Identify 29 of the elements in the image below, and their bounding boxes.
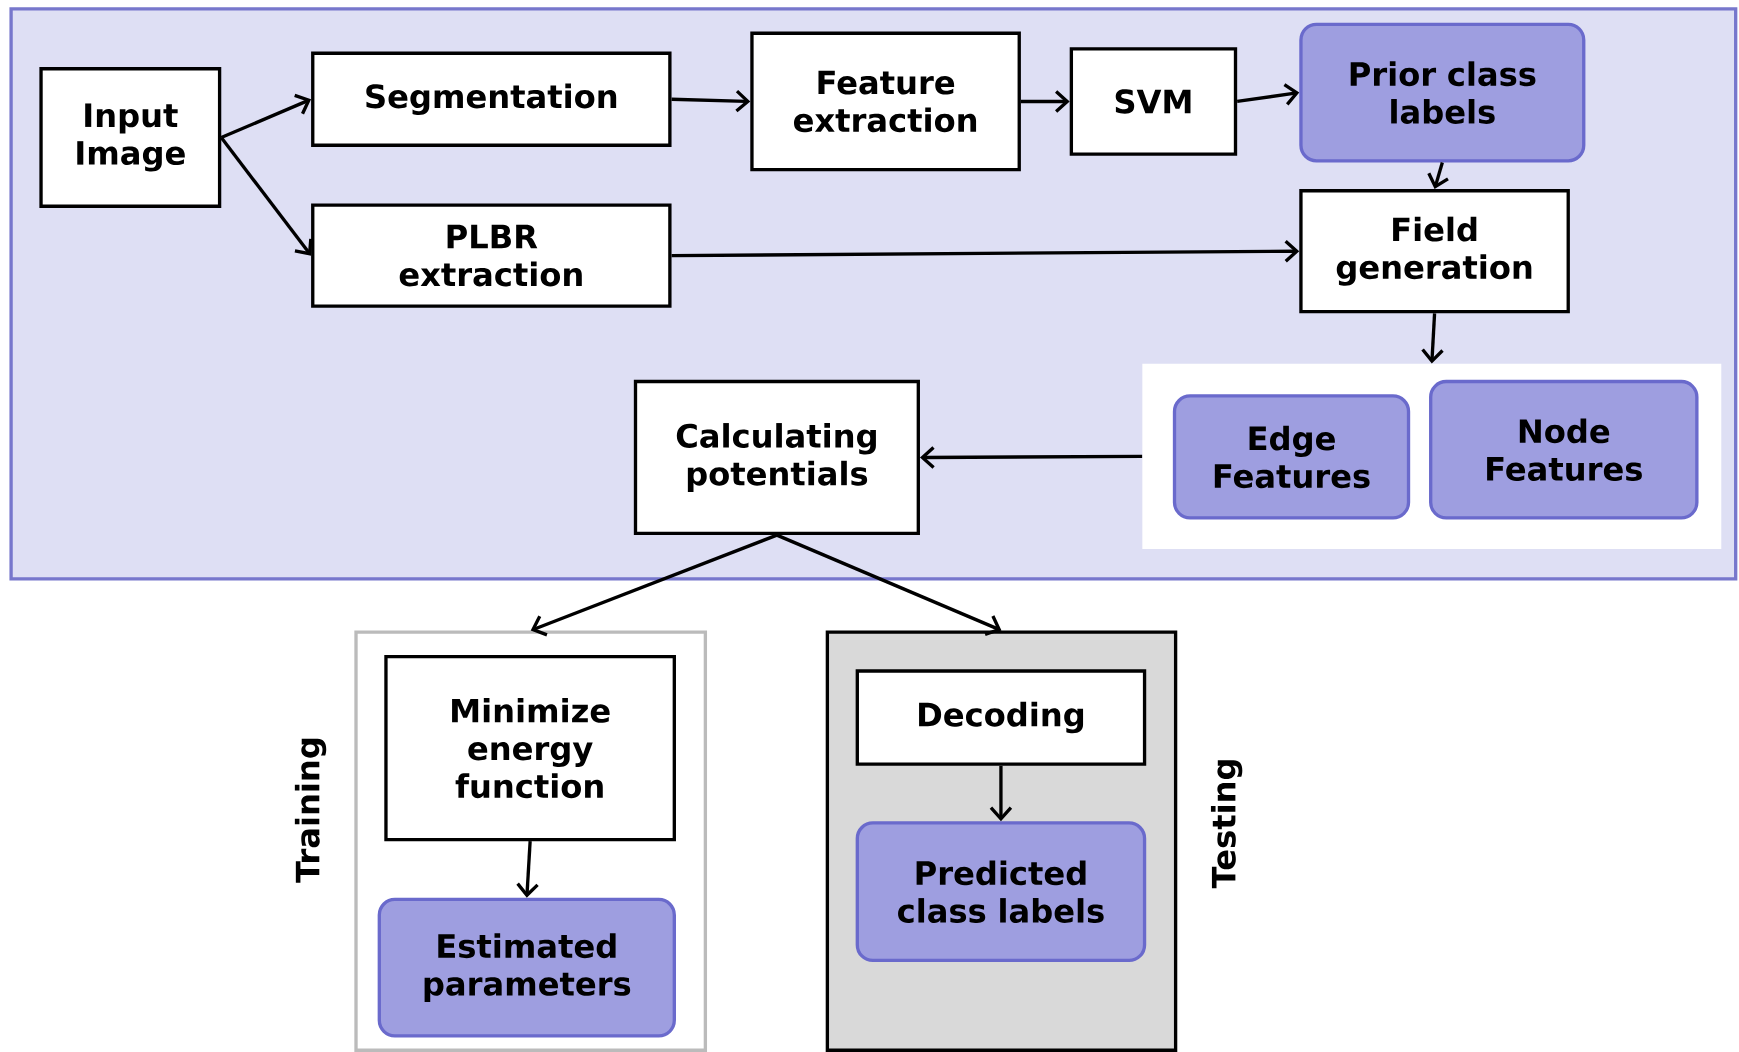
arrow (530, 533, 778, 637)
panel-heading: Training (294, 738, 327, 883)
arrow (220, 93, 312, 139)
arrow (1421, 312, 1444, 364)
process-box: SVM (1069, 46, 1238, 156)
process-box: Field generation (1299, 188, 1570, 314)
data-box: Estimated parameters (377, 897, 676, 1038)
arrow (1020, 90, 1070, 113)
arrow (919, 445, 1143, 469)
arrow (671, 239, 1300, 263)
process-box: PLBR extraction (311, 203, 672, 308)
arrow (516, 840, 539, 898)
data-box: Prior class labels (1299, 22, 1586, 163)
arrow (1427, 161, 1449, 189)
arrow (1236, 83, 1300, 106)
arrow (219, 136, 313, 256)
arrow (776, 533, 1002, 636)
data-box: Edge Features (1172, 394, 1411, 520)
arrow (989, 765, 1013, 822)
process-box: Feature extraction (750, 31, 1021, 172)
process-box: Calculating potentials (633, 379, 920, 535)
process-box: Decoding (855, 669, 1147, 766)
process-box: Segmentation (311, 51, 672, 147)
panel-heading: Testing (1210, 759, 1243, 888)
arrow (671, 89, 751, 113)
process-box: Minimize energy function (384, 654, 676, 841)
data-box: Node Features (1429, 379, 1699, 520)
data-box: Predicted class labels (855, 821, 1147, 962)
process-box: Input Image (39, 66, 222, 208)
